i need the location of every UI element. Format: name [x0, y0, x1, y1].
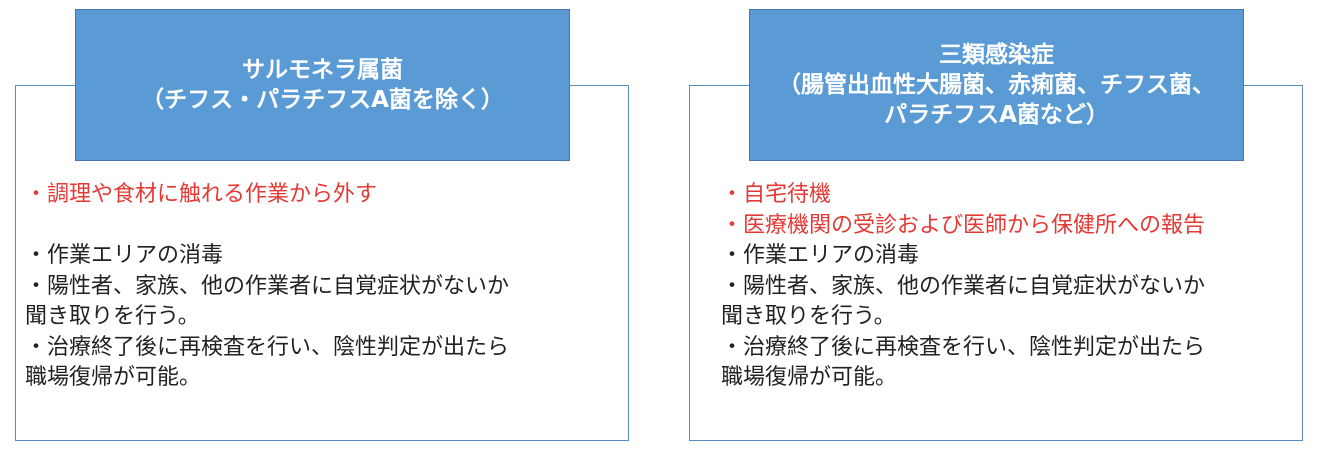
right-line-1: ・作業エリアの消毒: [721, 243, 920, 268]
right-line-3: 聞き取りを行う。: [721, 304, 896, 329]
right-line-4: ・治療終了後に再検査を行い、陰性判定が出たら: [721, 334, 1206, 360]
left-header-box: サルモネラ属菌 （チフス・パラチフスA菌を除く）: [75, 9, 570, 161]
left-line-5: 職場復帰が可能。: [25, 365, 202, 390]
right-title-line-2: （腸管出血性大腸菌、赤痢菌、チフス菌、: [778, 72, 1215, 98]
left-spacer: [25, 211, 509, 242]
right-highlight-item-1: ・自宅待機: [721, 182, 832, 207]
right-title-line-3: パラチフスA菌など）: [884, 102, 1109, 128]
left-highlight-item: ・調理や食材に触れる作業から外す: [25, 182, 378, 207]
left-body-text: ・調理や食材に触れる作業から外す ・作業エリアの消毒 ・陽性者、家族、他の作業者…: [25, 180, 509, 394]
left-line-3: 聞き取りを行う。: [25, 304, 200, 329]
right-highlight-item-2: ・医療機関の受診および医師から保健所への報告: [721, 212, 1206, 238]
left-line-2: ・陽性者、家族、他の作業者に自覚症状がないか: [25, 273, 510, 299]
left-line-4: ・治療終了後に再検査を行い、陰性判定が出たら: [25, 334, 510, 360]
right-line-2: ・陽性者、家族、他の作業者に自覚症状がないか: [721, 273, 1206, 299]
right-title-line-1: 三類感染症: [939, 42, 1054, 68]
right-line-5: 職場復帰が可能。: [721, 365, 898, 390]
left-title-line-1: サルモネラ属菌: [242, 57, 403, 83]
right-body-text: ・自宅待機 ・医療機関の受診および医師から保健所への報告 ・作業エリアの消毒 ・…: [721, 180, 1205, 394]
right-header-box: 三類感染症 （腸管出血性大腸菌、赤痢菌、チフス菌、 パラチフスA菌など）: [749, 9, 1244, 161]
left-line-1: ・作業エリアの消毒: [25, 243, 224, 268]
left-title-line-2: （チフス・パラチフスA菌を除く）: [141, 87, 504, 113]
